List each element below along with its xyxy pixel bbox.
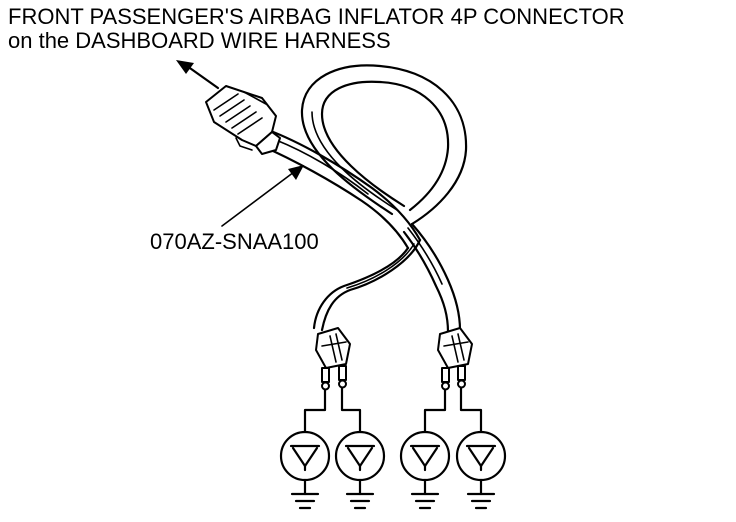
harness-loop [300,64,468,226]
tool-part-number: 070AZ-SNAA100 [150,229,319,254]
test-bulb-icon [279,430,331,482]
left-harness-plug [315,327,351,391]
right-harness-plug [437,327,473,391]
diagram-title: FRONT PASSENGER'S AIRBAG INFLATOR 4P CON… [8,4,625,29]
test-bulb-icon [455,430,507,482]
airbag-4p-connector [205,85,281,155]
test-bulb-icon [334,430,386,482]
harness-right-branch [402,222,462,334]
connector-arrow-icon [176,60,220,90]
ground-symbol-icon [345,478,375,510]
test-bulb-icon [399,430,451,482]
ground-symbol-icon [466,478,496,510]
harness-left-branch [312,238,422,332]
test-leads [303,386,483,434]
ground-symbol-icon [290,478,320,510]
harness-main-cable [260,128,422,250]
ground-symbol-icon [410,478,440,510]
diagram-subtitle: on the DASHBOARD WIRE HARNESS [8,28,391,53]
part-number-leader-arrow-icon [221,165,304,227]
